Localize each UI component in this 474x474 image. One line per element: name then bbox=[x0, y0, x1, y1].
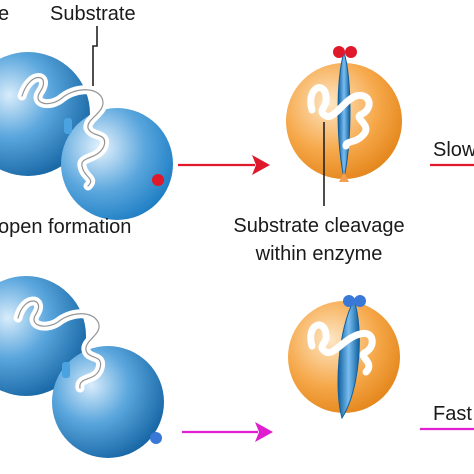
top-enzyme-pair bbox=[0, 52, 173, 220]
bottom-blue-dot-right bbox=[354, 295, 366, 307]
substrate-label: Substrate bbox=[50, 3, 136, 25]
top-red-dot-right bbox=[345, 46, 357, 58]
bottom-cleavage-enzyme bbox=[288, 295, 400, 420]
bottom-blue-marker bbox=[150, 432, 162, 444]
cleavage-label-line2: within enzyme bbox=[255, 243, 383, 265]
bottom-linker bbox=[62, 362, 70, 378]
bottom-enzyme-pair bbox=[0, 276, 164, 458]
slow-label: Slow bbox=[433, 139, 474, 161]
top-red-dot-left bbox=[333, 46, 345, 58]
bottom-inner-substrate bbox=[307, 321, 376, 376]
bottom-reaction-arrow bbox=[182, 422, 273, 442]
top-fragment-tip bbox=[339, 172, 349, 182]
top-red-marker bbox=[152, 174, 164, 186]
top-left-partial-label: e bbox=[0, 3, 9, 25]
bottom-right-enzyme-sphere bbox=[52, 346, 164, 458]
cleavage-label-line1: Substrate cleavage bbox=[233, 215, 404, 237]
top-linker bbox=[64, 118, 72, 134]
top-inner-substrate bbox=[307, 84, 373, 150]
top-reaction-arrow bbox=[178, 155, 270, 175]
top-right-enzyme-sphere bbox=[61, 108, 173, 220]
fast-label: Fast bbox=[433, 403, 472, 425]
substrate-leader-line bbox=[92, 26, 98, 86]
open-formation-label: open formation bbox=[0, 216, 131, 238]
top-cleavage-enzyme bbox=[286, 46, 402, 182]
bottom-blue-dot-left bbox=[343, 295, 355, 307]
